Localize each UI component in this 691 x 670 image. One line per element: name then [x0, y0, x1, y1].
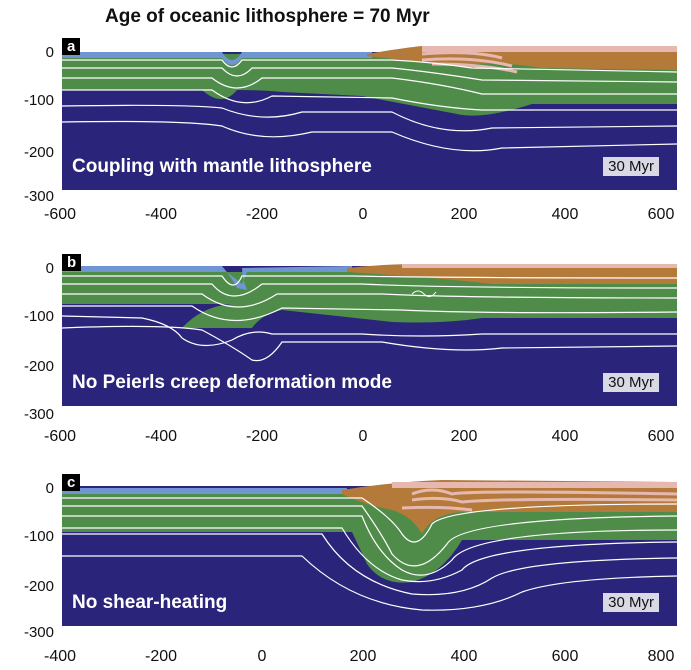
- panel-b-ytick: -200: [23, 358, 54, 375]
- panel-c-ytick: -300: [23, 624, 54, 641]
- panel-a-xtick: -200: [245, 206, 279, 223]
- panel-c-section: [62, 474, 677, 626]
- panel-b-ytick: -300: [23, 406, 54, 423]
- panel-a-section: [62, 38, 677, 190]
- panel-c: c No shear-heating 30 Myr: [62, 474, 677, 626]
- panel-b-xtick: 200: [450, 428, 478, 445]
- panel-c-xtick: 800: [647, 648, 675, 665]
- panel-c-time: 30 Myr: [603, 593, 659, 612]
- panel-a-time: 30 Myr: [603, 157, 659, 176]
- panel-a-xtick: 0: [358, 206, 368, 223]
- panel-c-xtick: 600: [551, 648, 579, 665]
- panel-a-ytick: 0: [45, 44, 54, 61]
- panel-c-ytick: -200: [23, 578, 54, 595]
- panel-a-xtick: 400: [551, 206, 579, 223]
- panel-c-caption: No shear-heating: [72, 592, 228, 613]
- panel-a-ytick: -100: [23, 92, 54, 109]
- panel-b-ytick: -100: [23, 308, 54, 325]
- panel-a-xtick: 600: [647, 206, 675, 223]
- panel-b-xtick: 600: [647, 428, 675, 445]
- panel-c-label: c: [62, 474, 81, 491]
- panel-a-xtick: -600: [43, 206, 77, 223]
- panel-b-xtick: -600: [43, 428, 77, 445]
- panel-b-xtick: 400: [551, 428, 579, 445]
- panel-b-section: [62, 254, 677, 406]
- panel-a: a Coupling with mantle lithosphere 30 My…: [62, 38, 677, 190]
- panel-a-label: a: [62, 38, 81, 55]
- panel-b: b No Peierls creep deformation mode 30 M…: [62, 254, 677, 406]
- panel-b-caption: No Peierls creep deformation mode: [72, 372, 392, 393]
- panel-a-xtick: -400: [144, 206, 178, 223]
- panel-b-label: b: [62, 254, 82, 271]
- panel-c-xtick: 200: [349, 648, 377, 665]
- panel-c-xtick: 0: [257, 648, 267, 665]
- panel-b-xtick: -200: [245, 428, 279, 445]
- panel-b-time: 30 Myr: [603, 373, 659, 392]
- panel-c-xtick: 400: [450, 648, 478, 665]
- panel-a-ytick: -300: [23, 188, 54, 205]
- panel-c-ytick: 0: [45, 480, 54, 497]
- panel-c-xtick: -400: [43, 648, 77, 665]
- panel-b-xtick: 0: [358, 428, 368, 445]
- panel-c-xtick: -200: [144, 648, 178, 665]
- figure-title: Age of oceanic lithosphere = 70 Myr: [105, 6, 430, 27]
- panel-b-xtick: -400: [144, 428, 178, 445]
- panel-a-xtick: 200: [450, 206, 478, 223]
- panel-a-caption: Coupling with mantle lithosphere: [72, 156, 372, 177]
- panel-b-ytick: 0: [45, 260, 54, 277]
- panel-c-ytick: -100: [23, 528, 54, 545]
- panel-a-ytick: -200: [23, 144, 54, 161]
